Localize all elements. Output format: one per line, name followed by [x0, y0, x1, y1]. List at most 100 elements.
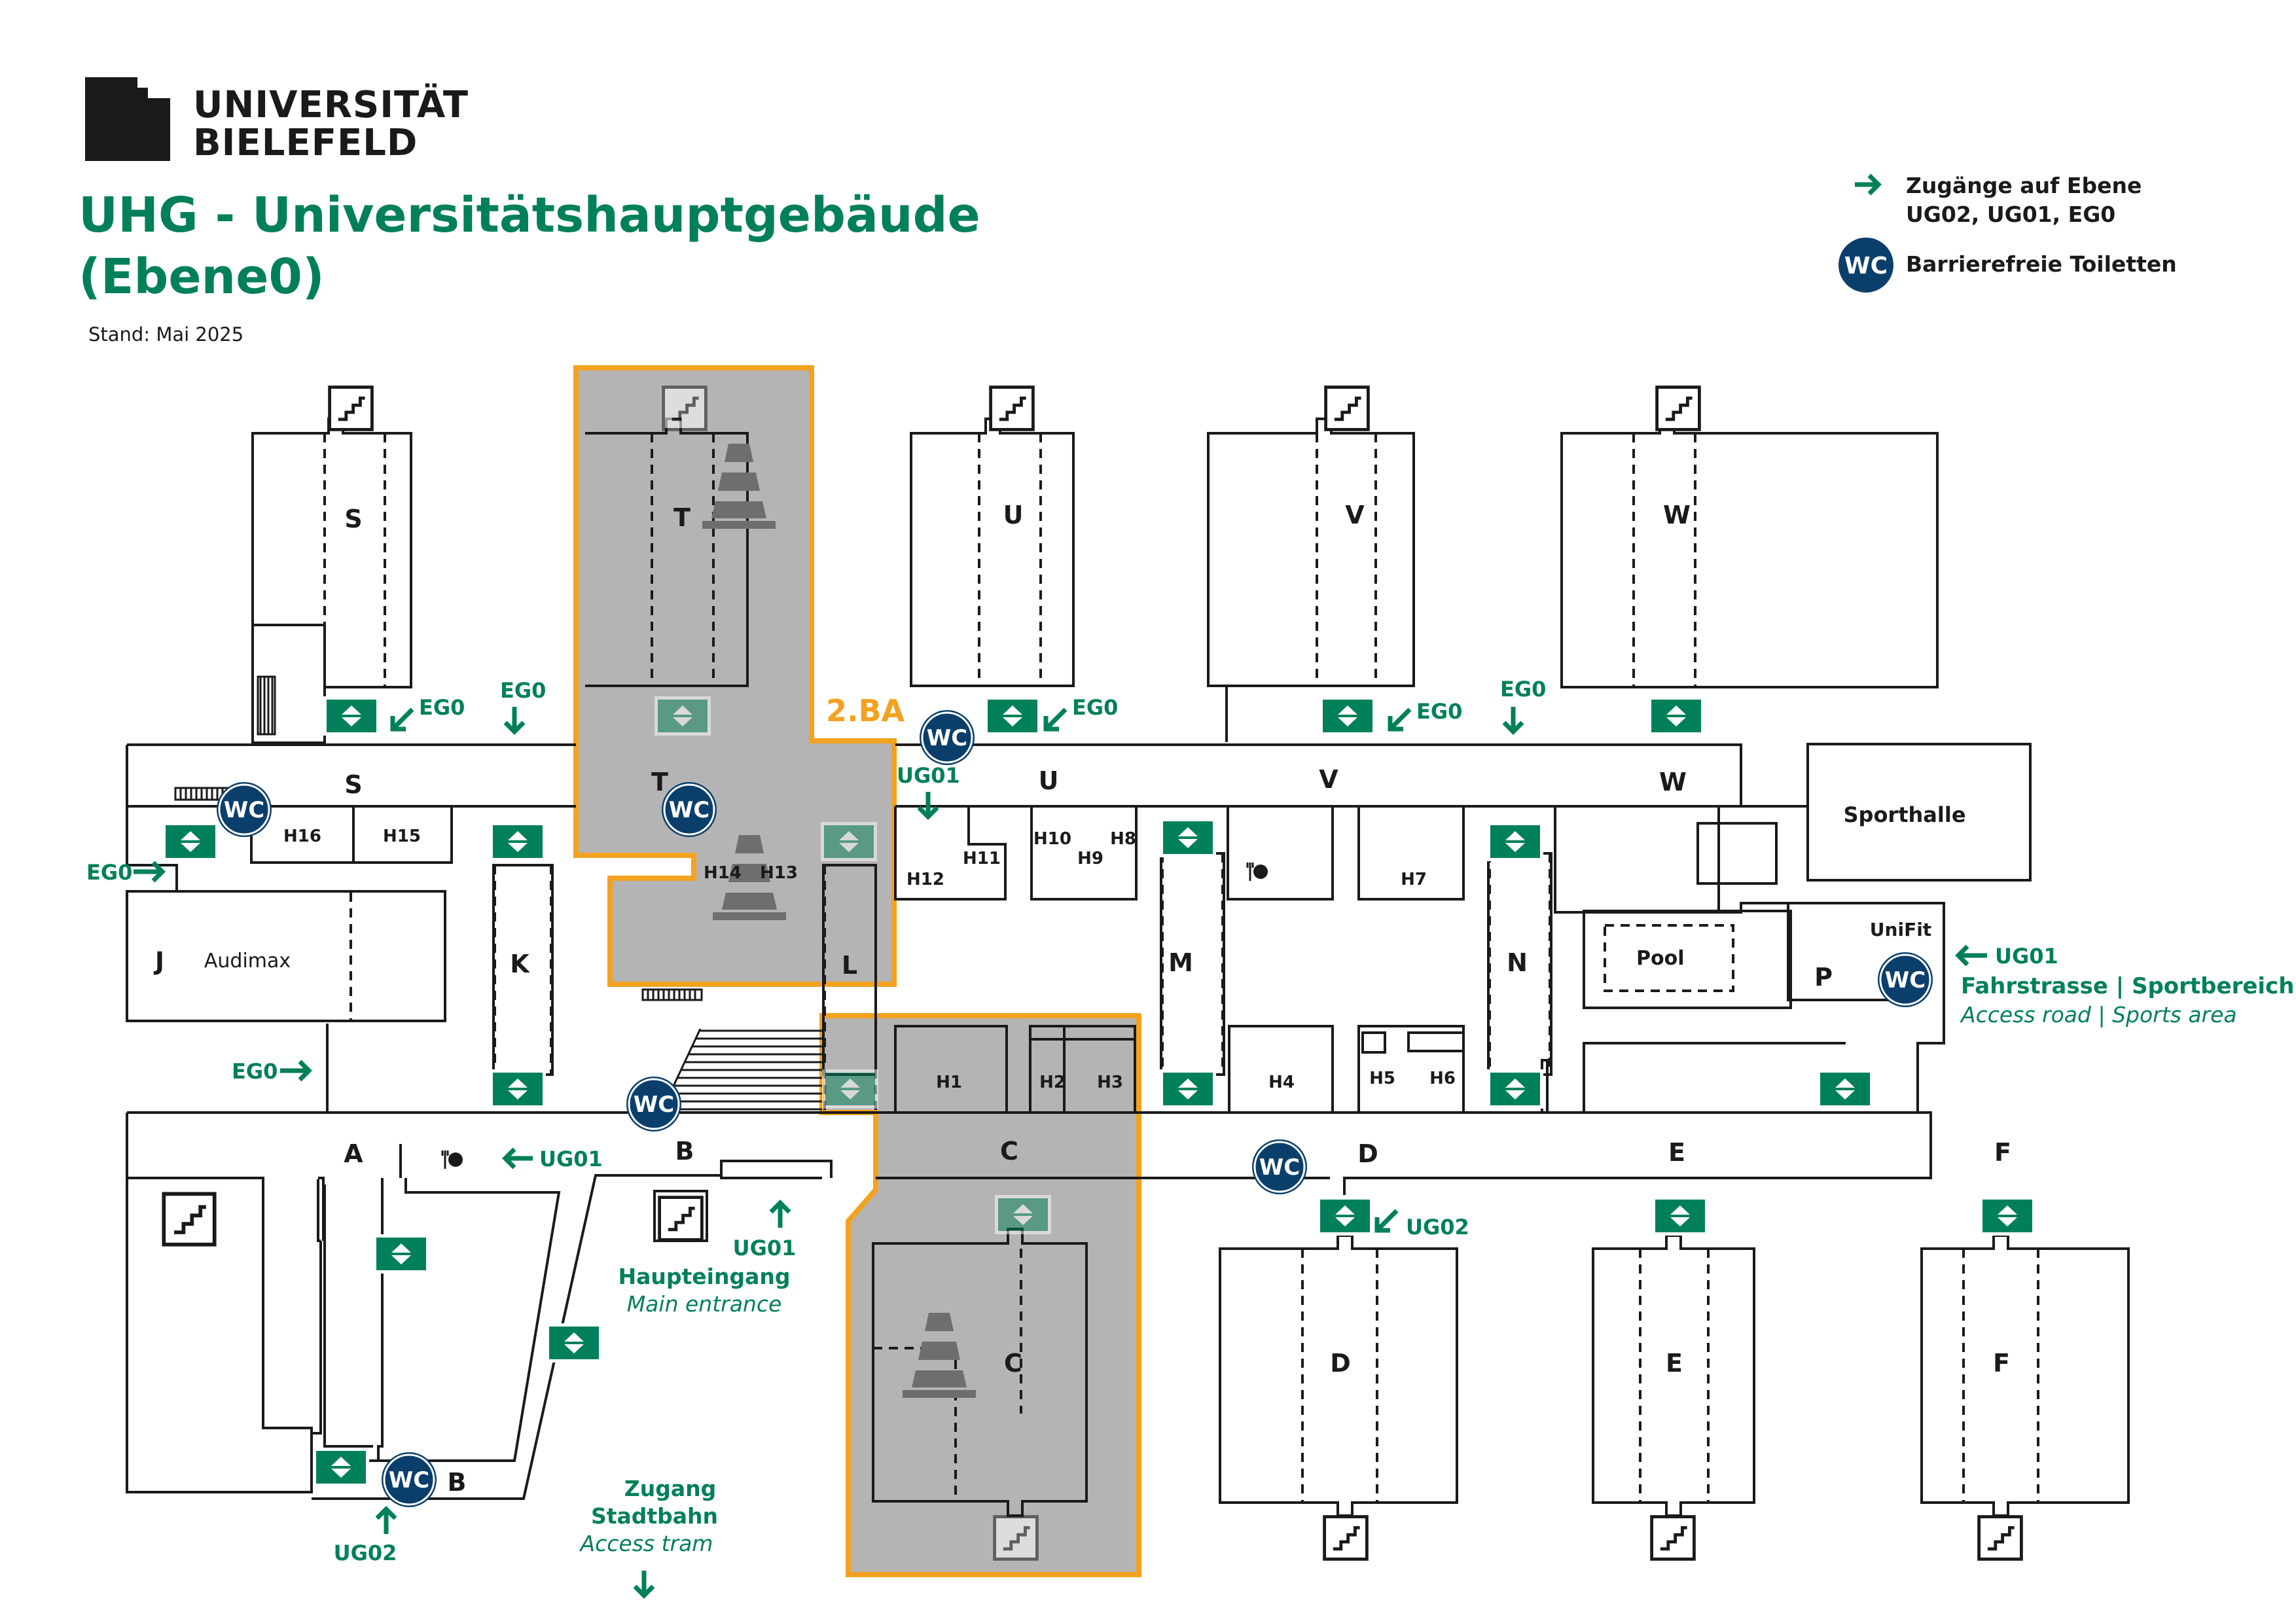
wing-label-t: T: [673, 503, 691, 532]
entrance-label-eg0: EG0: [1416, 699, 1462, 724]
entrance-label-eg0: EG0: [1500, 677, 1546, 702]
wing-label-n: N: [1507, 948, 1528, 977]
wing-label-c: C: [1004, 1349, 1022, 1378]
title-line-2: (Ebene0): [79, 249, 325, 305]
entrance-arrows: [134, 707, 1987, 1599]
wing-label-j: J: [153, 947, 164, 976]
construction-label: 2.BA: [826, 693, 905, 728]
stair-icon-v: [1326, 387, 1369, 430]
sport-entrance-label-en: Access road | Sports area: [1960, 1002, 2237, 1027]
corridor-label-a: A: [344, 1139, 363, 1168]
legend-wc-label: Barrierefreie Toiletten: [1906, 251, 2177, 277]
wing-v-outline: [1207, 418, 1415, 687]
room-sporthalle: Sporthalle: [1843, 802, 1965, 827]
room-unifit: UniFit: [1870, 919, 1931, 940]
room-h14: H14: [704, 863, 742, 883]
room-h1: H1: [936, 1073, 962, 1092]
legend-wc-icon: WC: [1839, 238, 1893, 293]
room-pool: Pool: [1636, 947, 1685, 970]
lift-icon: [1317, 1196, 1373, 1236]
south-corridor-outline: [126, 1111, 1932, 1493]
stand-date: Stand: Mai 2025: [88, 323, 244, 346]
lift-icon: [1652, 1196, 1708, 1236]
legend-access: Zugänge auf Ebene UG02, UG01, EG0: [1906, 171, 2142, 229]
lift-icon: [1487, 822, 1543, 861]
wc-label: WC: [1885, 967, 1926, 993]
wc-markers: WC WC WC WC WC WC WC: [216, 709, 1933, 1508]
lift-icon: [546, 1323, 602, 1363]
room-h8: H8: [1110, 829, 1136, 849]
room-h3: H3: [1097, 1073, 1123, 1092]
wing-label-l: L: [842, 951, 857, 980]
lift-icon: [1160, 818, 1216, 857]
lift-icon: [1160, 1069, 1216, 1109]
wing-label-k: K: [510, 950, 530, 978]
wing-u-outline: [910, 418, 1075, 687]
wing-label-e: E: [1666, 1349, 1683, 1378]
stair-icon-d: [1325, 1517, 1367, 1560]
restaurant-icon: [441, 1149, 464, 1170]
main-entrance-label-en: Main entrance: [627, 1291, 782, 1317]
room-h15: H15: [383, 827, 421, 846]
corridor-label-v: V: [1319, 765, 1338, 794]
wc-label: WC: [634, 1092, 674, 1118]
lift-icon: [822, 1069, 878, 1109]
stair-icon-c: [995, 1517, 1037, 1560]
stairway-grid: [660, 1028, 822, 1113]
lift-icon: [490, 822, 546, 861]
page-title: UHG - Universitätshauptgebäude (Ebene0): [79, 185, 980, 308]
university-logo-icon: [85, 77, 170, 161]
room-h10: H10: [1033, 829, 1071, 849]
wc-label: WC: [224, 797, 264, 823]
lift-icon: [655, 696, 711, 736]
legend-access-line-1: Zugänge auf Ebene: [1906, 173, 2142, 198]
stair-icon-b: [660, 1198, 702, 1240]
entrance-label-ug02: UG02: [334, 1541, 397, 1565]
wing-label-b-lower: B: [448, 1468, 467, 1497]
corridor-label-d: D: [1357, 1139, 1378, 1168]
entrance-label-eg0: EG0: [1072, 695, 1118, 720]
entrance-label-ug01: UG01: [897, 763, 960, 788]
logo-line-1: UNIVERSITÄT: [193, 84, 469, 126]
room-h4: H4: [1268, 1073, 1295, 1092]
wing-label-p: P: [1814, 963, 1833, 991]
wc-label: WC: [389, 1467, 429, 1493]
entrance-label-eg0: EG0: [500, 678, 546, 703]
lift-icon: [984, 696, 1041, 736]
grate-icons: [174, 675, 703, 1001]
lift-icon: [1979, 1196, 2036, 1236]
legend-arrow-icon: [1855, 173, 1882, 196]
corridor-label-t: T: [651, 768, 668, 796]
title-line-1: UHG - Universitätshauptgebäude: [79, 187, 980, 243]
corridor-label-u: U: [1039, 766, 1059, 795]
wing-p-outline: [1583, 902, 1945, 1113]
entrance-label-ug02: UG02: [1406, 1215, 1469, 1240]
university-logo-text: UNIVERSITÄT BIELEFELD: [193, 86, 469, 162]
stair-icon-e: [1652, 1517, 1695, 1560]
lift-icon: [821, 822, 877, 861]
room-audimax: Audimax: [204, 950, 291, 972]
wing-label-d: D: [1330, 1349, 1351, 1378]
wc-label: WC: [927, 725, 967, 751]
construction-zone-north: [573, 365, 897, 987]
entrance-label-eg0: EG0: [232, 1059, 278, 1084]
tram-entrance-label-1: Zugang: [624, 1476, 716, 1501]
entrance-label-eg0: EG0: [419, 695, 465, 720]
legend-wc-symbol: WC: [1844, 253, 1888, 279]
room-h9: H9: [1077, 849, 1103, 868]
sporthalle-outline: [1806, 743, 2032, 882]
room-h12: H12: [906, 870, 944, 889]
wc-label: WC: [669, 797, 709, 823]
corridor-label-f: F: [1994, 1138, 2011, 1167]
lift-icon: [995, 1195, 1051, 1234]
stair-icon-u: [991, 387, 1033, 430]
wing-w-outline: [1560, 418, 1939, 688]
wing-e-outline: [1592, 1234, 1755, 1517]
room-h11: H11: [963, 849, 1001, 868]
room-h5: H5: [1369, 1069, 1395, 1088]
corridor-label-b: B: [675, 1137, 694, 1166]
lift-icon: [1487, 1069, 1543, 1109]
room-h16: H16: [283, 827, 321, 846]
wc-label: WC: [1259, 1154, 1300, 1181]
